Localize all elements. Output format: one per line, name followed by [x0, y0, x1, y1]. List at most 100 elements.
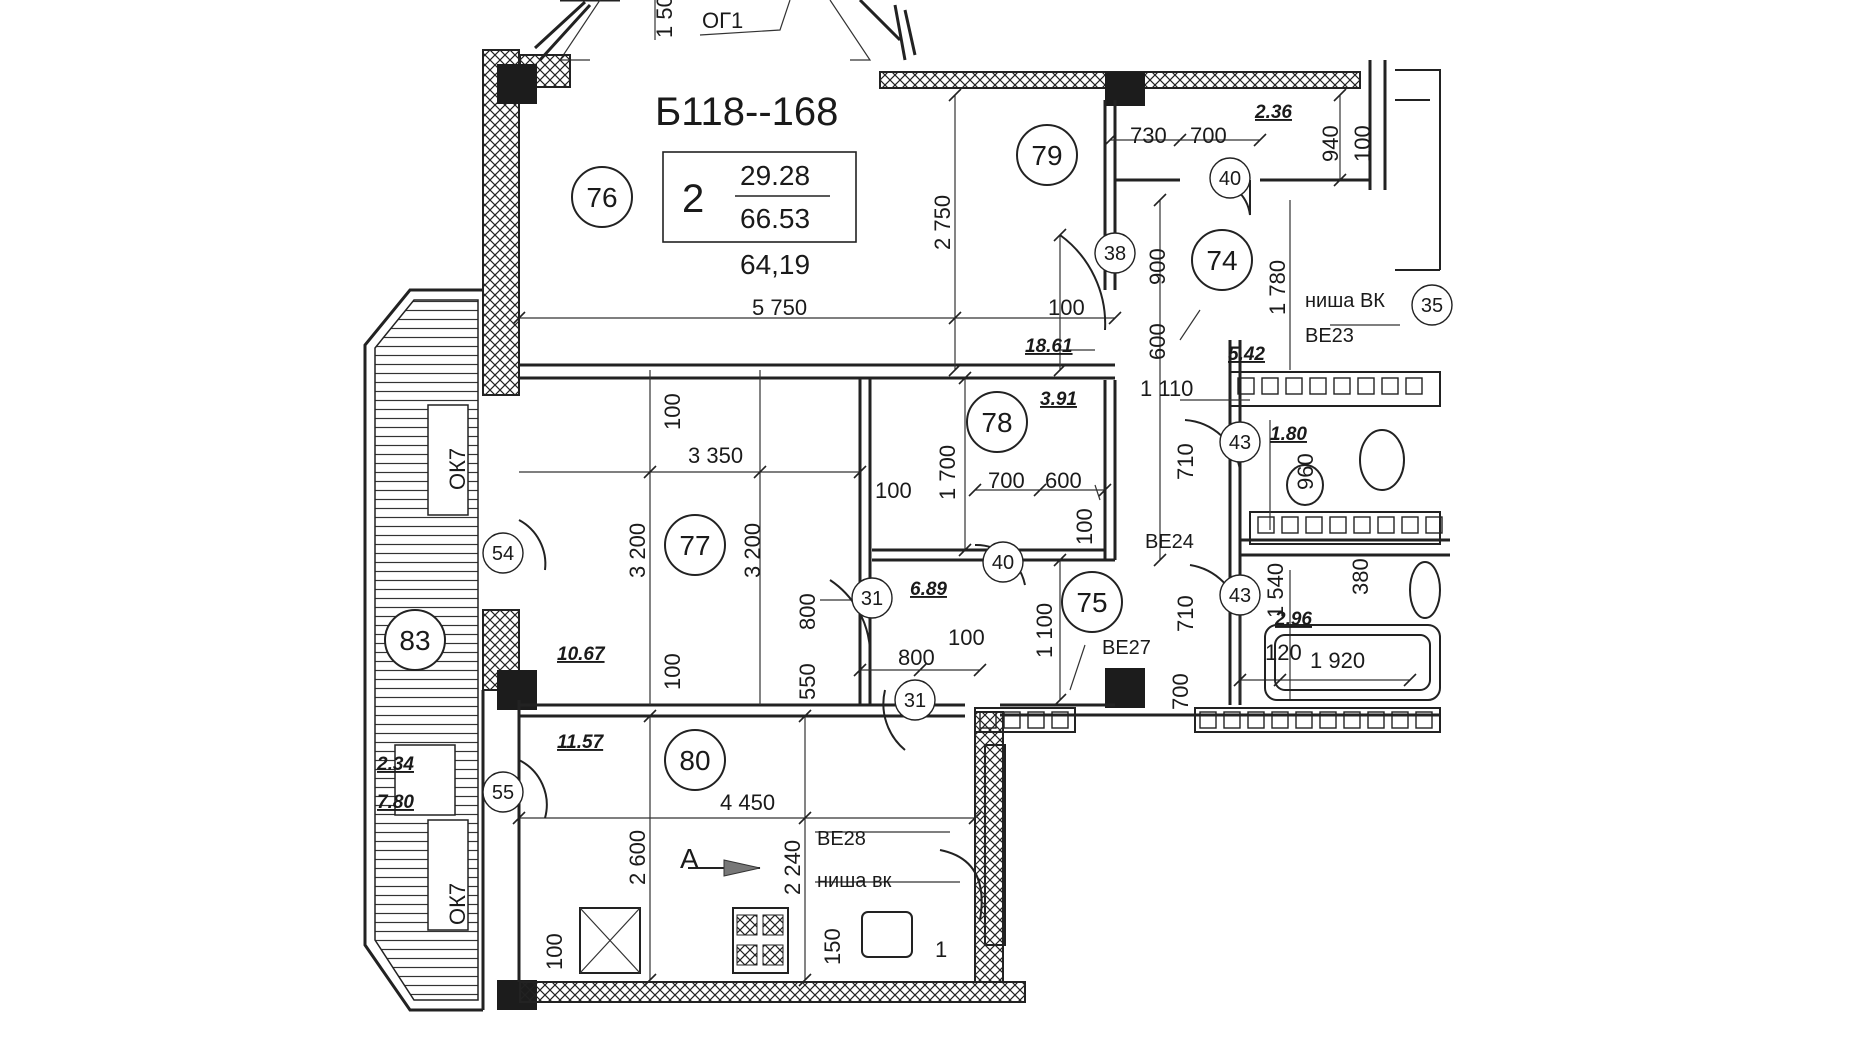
section-marker-a: А — [680, 843, 699, 874]
svg-text:800: 800 — [795, 593, 820, 630]
vent-box — [1305, 516, 1323, 534]
door-40: 40 — [1209, 157, 1251, 199]
kitchen-fixtures — [579, 744, 1006, 974]
area-box — [662, 151, 857, 243]
dim-tick — [798, 973, 812, 987]
niche-vk-bottom: ниша вк — [817, 870, 892, 892]
room-83: 83 — [384, 609, 446, 671]
area-2-36: 2.36 — [1254, 102, 1292, 123]
dim-tick — [1053, 553, 1067, 567]
dim-tick — [1108, 311, 1122, 325]
dim-tick — [512, 311, 526, 325]
vent-box — [1343, 711, 1361, 729]
area-3-91: 3.91 — [1040, 389, 1077, 410]
vent-box — [1199, 711, 1217, 729]
svg-text:38: 38 — [1104, 243, 1126, 265]
svg-text:1 920: 1 920 — [1310, 648, 1365, 673]
dim-tick — [1053, 693, 1067, 707]
toilet — [1359, 429, 1405, 491]
svg-text:43: 43 — [1229, 432, 1251, 454]
svg-text:600: 600 — [1145, 323, 1170, 360]
ok7-bottom: ОК7 — [445, 883, 470, 925]
svg-text:960: 960 — [1293, 453, 1318, 490]
svg-text:700: 700 — [1190, 123, 1227, 148]
svg-text:380: 380 — [1348, 558, 1373, 595]
bathtub — [1264, 624, 1441, 701]
apartment-code: Б118--168 — [655, 90, 838, 134]
room-74: 74 — [1191, 229, 1253, 291]
svg-text:100: 100 — [1072, 508, 1097, 545]
vent-box — [1247, 711, 1265, 729]
stove — [732, 907, 789, 974]
svg-text:31: 31 — [904, 690, 926, 712]
room-80: 80 — [664, 729, 726, 791]
svg-text:74: 74 — [1206, 245, 1237, 276]
ok7-top: ОК7 — [445, 448, 470, 490]
svg-text:2 750: 2 750 — [930, 195, 955, 250]
dim-tick — [1153, 553, 1167, 567]
vent-box — [1353, 516, 1371, 534]
svg-text:700: 700 — [1168, 673, 1193, 710]
room-78: 78 — [966, 391, 1028, 453]
dim-tick — [753, 465, 767, 479]
area-2-34: 2.34 — [376, 754, 414, 775]
dim-tick — [798, 709, 812, 723]
vent-box — [1415, 711, 1433, 729]
be27-label: ВЕ27 — [1102, 637, 1151, 659]
column — [497, 670, 537, 710]
svg-text:700: 700 — [988, 468, 1025, 493]
vent-box — [1027, 711, 1045, 729]
svg-text:5 750: 5 750 — [752, 295, 807, 320]
door-35: 35 — [1411, 284, 1453, 326]
svg-text:43: 43 — [1229, 585, 1251, 607]
stove-burners — [736, 914, 784, 966]
svg-text:3 350: 3 350 — [688, 443, 743, 468]
svg-text:150: 150 — [820, 928, 845, 965]
wall-left-upper — [482, 49, 520, 396]
vent-box — [1367, 711, 1385, 729]
area-7-80: 7.80 — [377, 792, 414, 813]
vent-box — [1319, 711, 1337, 729]
vent-box — [1223, 711, 1241, 729]
vent-box — [1309, 377, 1327, 395]
dim-top: 1 500 — [652, 0, 677, 38]
svg-text:100: 100 — [875, 478, 912, 503]
svg-text:710: 710 — [1173, 443, 1198, 480]
svg-text:79: 79 — [1031, 140, 1062, 171]
vent-box — [979, 711, 997, 729]
burner — [736, 914, 758, 936]
door-43: 43 — [1219, 574, 1261, 616]
vent-box — [1333, 377, 1351, 395]
total-area: 66.53 — [740, 203, 810, 234]
area-11-57: 11.57 — [557, 732, 605, 753]
area-10-67: 10.67 — [557, 644, 606, 665]
dim-tick — [1053, 363, 1067, 377]
dim-tick — [1233, 673, 1247, 687]
niche-vk-top: ниша ВК — [1305, 290, 1385, 312]
door-40: 40 — [982, 541, 1024, 583]
vent-box — [1329, 516, 1347, 534]
vent-shafts — [974, 371, 1441, 733]
section-arrow — [723, 859, 761, 877]
bath-fixtures — [1264, 429, 1441, 701]
svg-text:100: 100 — [1350, 125, 1375, 162]
svg-text:800: 800 — [898, 645, 935, 670]
svg-text:900: 900 — [1145, 248, 1170, 285]
door-55: 55 — [482, 771, 524, 813]
column — [1105, 72, 1145, 106]
svg-text:100: 100 — [660, 393, 685, 430]
svg-text:1 110: 1 110 — [1140, 376, 1193, 401]
svg-text:600: 600 — [1045, 468, 1082, 493]
living-area: 29.28 — [740, 160, 810, 191]
dim-tick — [512, 811, 526, 825]
svg-text:80: 80 — [679, 745, 710, 776]
svg-text:1 100: 1 100 — [1032, 603, 1057, 658]
svg-text:1 780: 1 780 — [1265, 260, 1290, 315]
area-2-96: 2.96 — [1274, 609, 1312, 630]
dim-tick — [1033, 483, 1047, 497]
dim-tick — [913, 663, 927, 677]
svg-text:100: 100 — [542, 933, 567, 970]
fridge — [579, 907, 641, 974]
dimension-ticks — [512, 88, 1417, 987]
